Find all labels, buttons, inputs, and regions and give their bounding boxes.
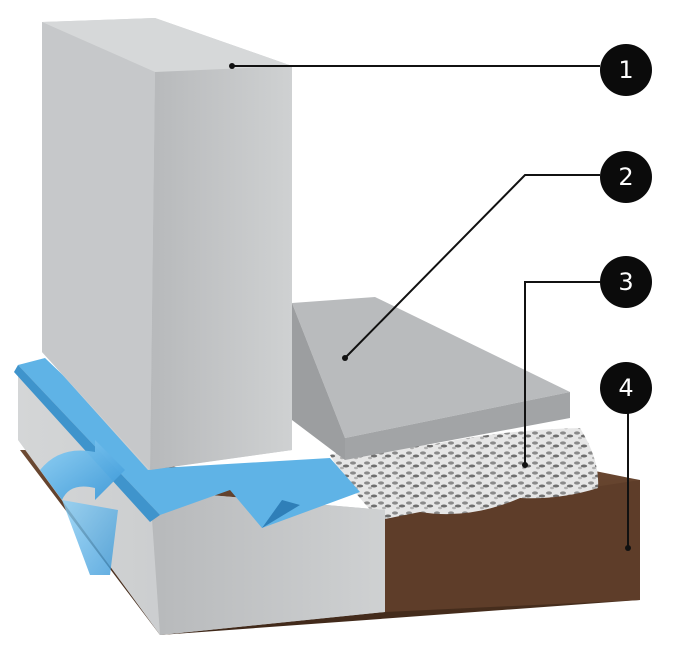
callout-label-2: 2 — [618, 163, 633, 191]
callout-markers: 1 2 3 4 — [600, 44, 652, 414]
leader-line-3 — [524, 281, 600, 465]
callout-label-1: 1 — [618, 56, 633, 84]
callout-marker-2: 2 — [600, 151, 652, 203]
leader-dot-2 — [342, 355, 348, 361]
gravel-layer — [330, 428, 599, 520]
water-flow-arrow-icon — [40, 440, 125, 575]
waterproofing-membrane — [14, 358, 360, 528]
leader-dot-3 — [522, 462, 528, 468]
callout-marker-1: 1 — [600, 44, 652, 96]
leader-dot-1 — [229, 63, 235, 69]
leader-lines — [229, 63, 631, 551]
leader-dot-4 — [625, 545, 631, 551]
callout-marker-3: 3 — [600, 256, 652, 308]
callout-label-4: 4 — [618, 374, 633, 402]
floor-slab — [292, 297, 570, 460]
leader-line-2 — [344, 174, 600, 359]
callout-label-3: 3 — [618, 268, 633, 296]
callout-marker-4: 4 — [600, 362, 652, 414]
concrete-wall — [42, 18, 292, 470]
